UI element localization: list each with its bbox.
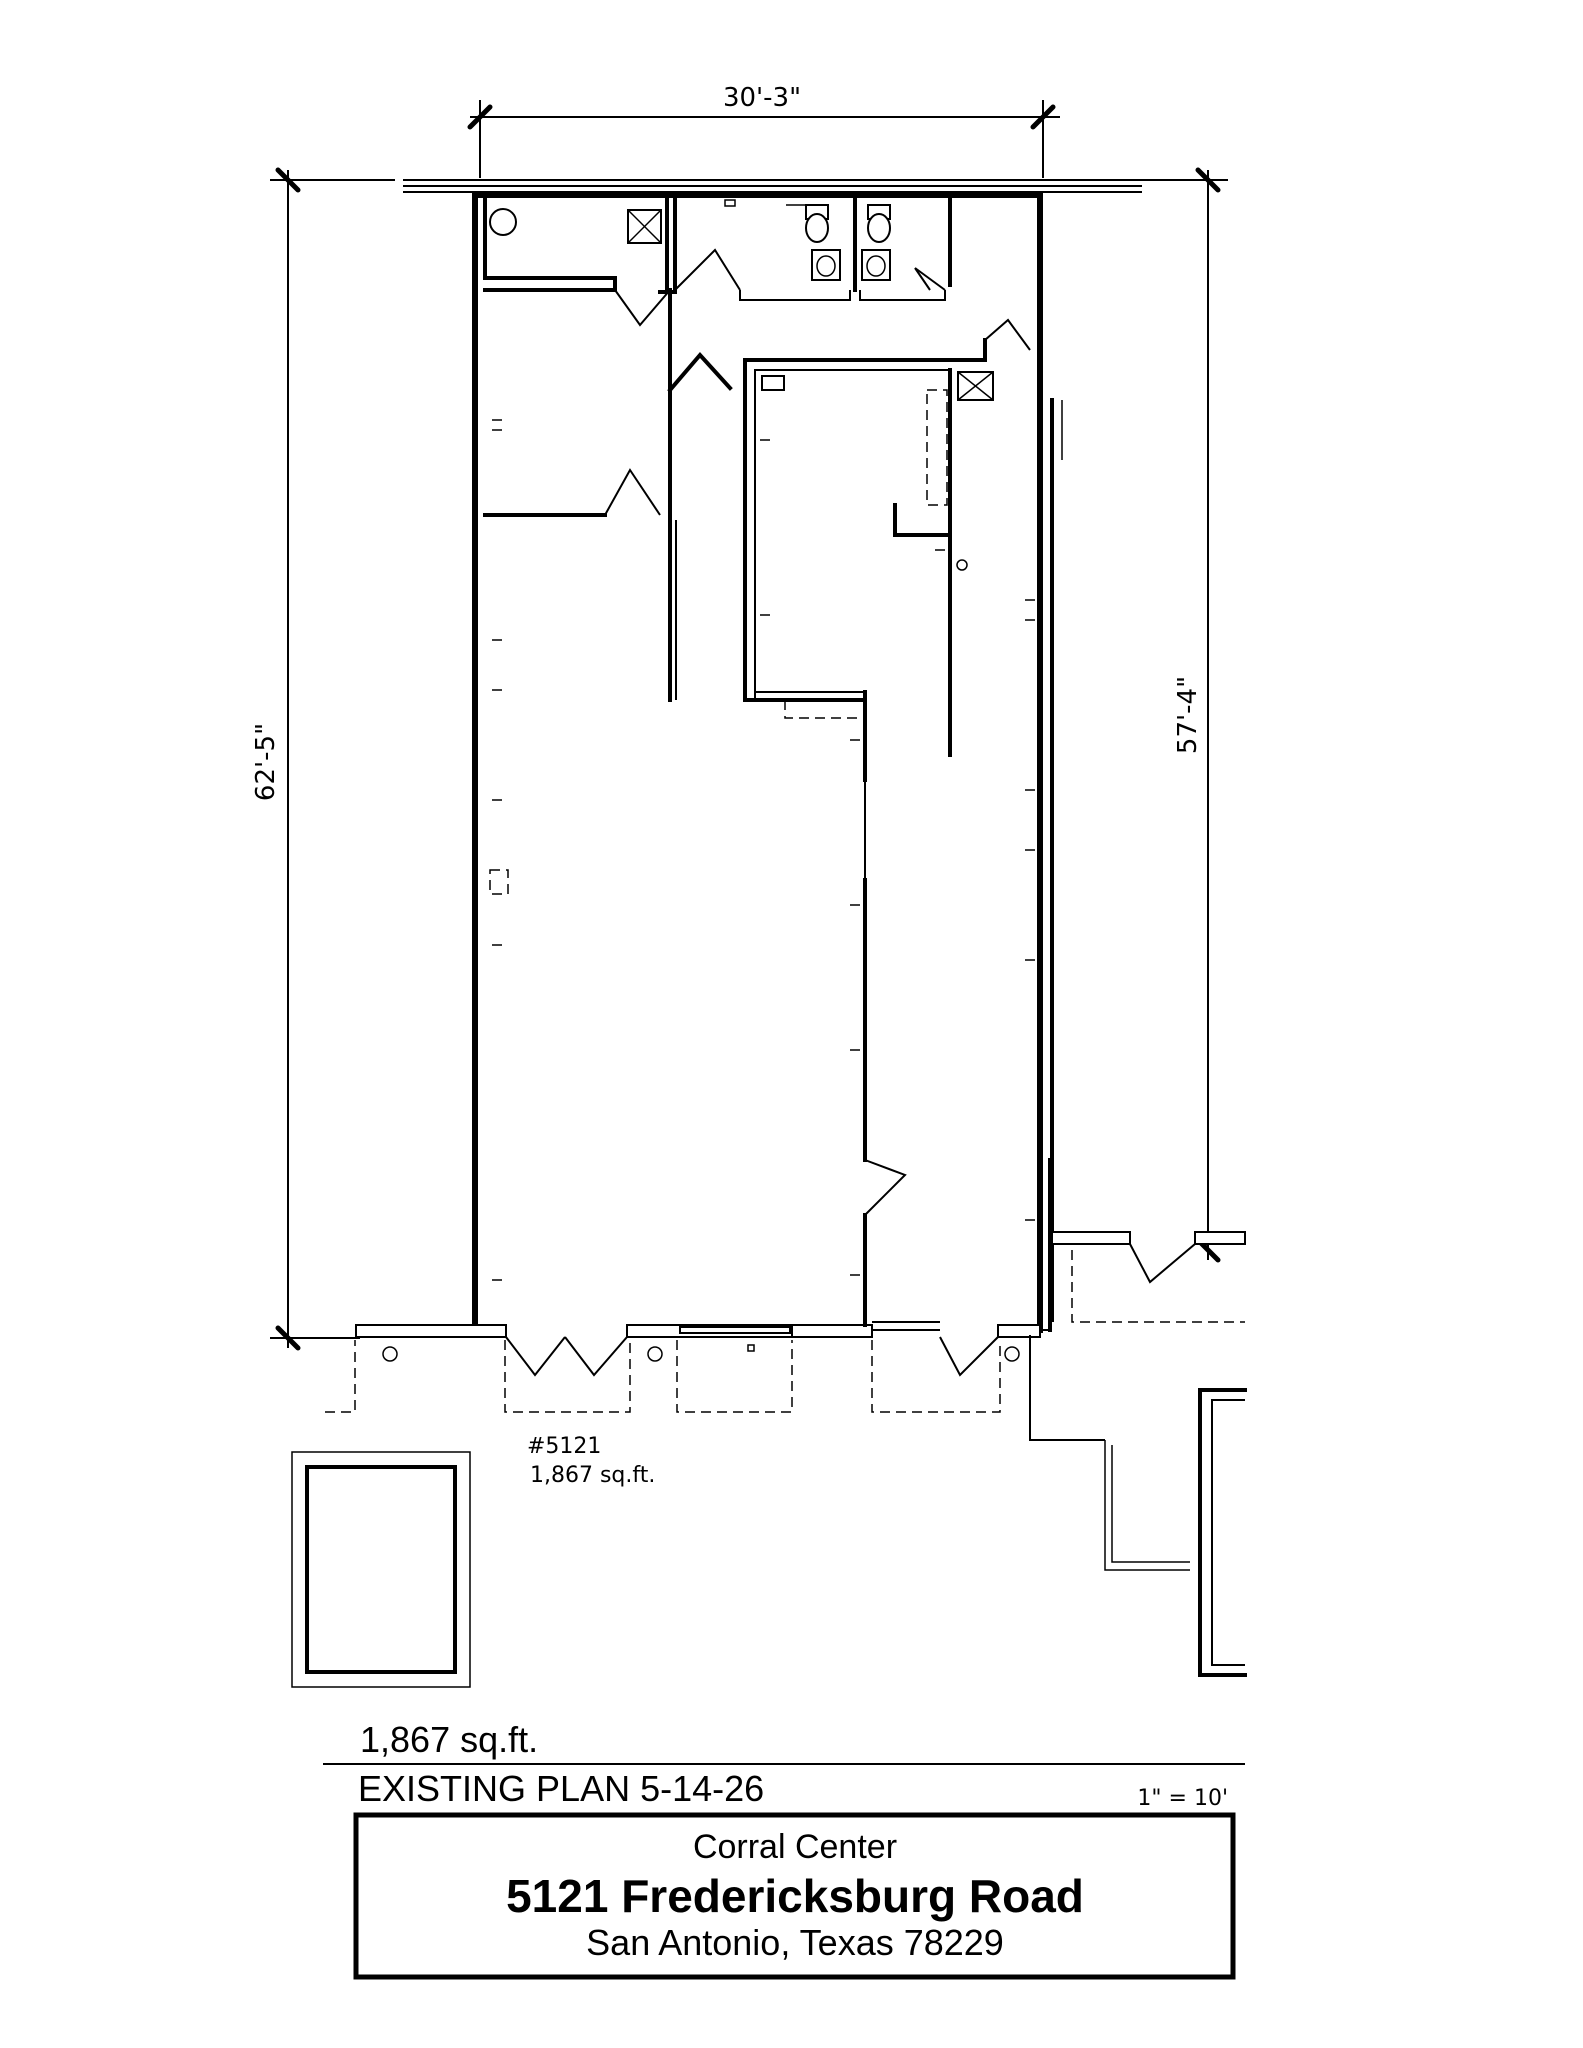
left-depth-label: 62'-5" bbox=[251, 723, 281, 801]
adjacent-unit bbox=[1029, 1158, 1247, 1677]
plan-label: EXISTING PLAN 5-14-26 bbox=[358, 1768, 764, 1809]
unit-area: 1,867 sq.ft. bbox=[530, 1463, 655, 1488]
footer-area: 1,867 sq.ft. bbox=[360, 1719, 538, 1760]
left-depth-dimension: 62'-5" bbox=[251, 167, 395, 1351]
top-width-label: 30'-3" bbox=[723, 83, 801, 113]
top-width-dimension: 30'-3" bbox=[467, 83, 1060, 178]
restroom-block bbox=[483, 193, 952, 301]
unit-number: #5121 bbox=[527, 1434, 601, 1459]
center-name: Corral Center bbox=[693, 1828, 897, 1866]
electrical-marks bbox=[489, 419, 1035, 1281]
left-office bbox=[483, 288, 677, 702]
rear-wall-line bbox=[403, 179, 1142, 193]
inner-room bbox=[667, 318, 1031, 1327]
exterior-walls bbox=[472, 192, 1063, 1333]
address: 5121 Fredericksburg Road bbox=[506, 1870, 1084, 1922]
right-depth-dimension: 57'-4" bbox=[1140, 167, 1228, 1263]
storefront bbox=[355, 1321, 1041, 1377]
title-block: Corral Center 5121 Fredericksburg Road S… bbox=[353, 1812, 1236, 1980]
city-line: San Antonio, Texas 78229 bbox=[586, 1922, 1004, 1963]
scale-label: 1" = 10' bbox=[1137, 1786, 1228, 1811]
right-depth-label: 57'-4" bbox=[1173, 676, 1203, 754]
site-pad bbox=[291, 1451, 471, 1688]
canopy-outlines bbox=[325, 1250, 1245, 1413]
